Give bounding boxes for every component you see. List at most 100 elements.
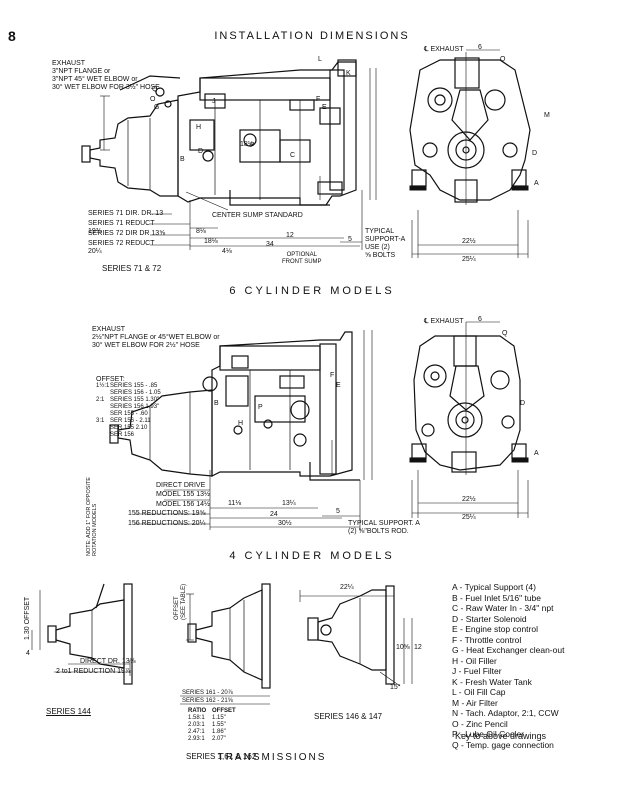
t144-caption: SERIES 144 <box>46 707 91 716</box>
four-cyl-reductions: 155 REDUCTIONS: 19⅝ 156 REDUCTIONS: 20¼ <box>128 510 206 527</box>
callout-d-end-4: D <box>520 400 526 407</box>
six-cyl-dim-10: 6 <box>478 44 482 51</box>
four-cyl-heading: 4 CYLINDER MODELS <box>229 550 395 562</box>
key-item: Q - Temp. gage connection <box>452 739 554 750</box>
six-cyl-support-note: TYPICAL SUPPORT-A USE (2) ⅝ BOLTS <box>365 228 406 259</box>
four-cyl-dim-7: 25¼ <box>462 514 476 521</box>
six-cyl-dim-1: 8⅛ <box>196 228 206 235</box>
six-cyl-dim-4: 12 <box>286 232 294 239</box>
transmission-144 <box>31 583 133 685</box>
six-cyl-end-exhaust: ℄ EXHAUST <box>424 46 464 53</box>
callout-b-4: B <box>214 400 219 407</box>
callout-f-4: F <box>330 372 335 379</box>
callout-l: L <box>318 56 322 63</box>
key-item: H - Oil Filler <box>452 655 497 666</box>
callout-d: D <box>198 148 204 155</box>
four-cyl-dim-8: 6 <box>478 316 482 323</box>
key-item: N - Tach. Adaptor, 2:1, CCW <box>452 708 559 718</box>
key-item: B - Fuel Inlet 5/16" tube <box>452 592 542 603</box>
callout-p: P <box>250 142 255 149</box>
key-item: F - Throttle control <box>452 634 522 645</box>
key-item: A - Typical Support (4) <box>452 582 536 592</box>
callout-g: G <box>154 104 160 111</box>
callout-q-end: Q <box>500 56 506 63</box>
six-cyl-side-view <box>81 59 377 250</box>
callout-h-4: H <box>238 420 244 427</box>
callout-c: C <box>290 152 296 159</box>
callout-d-end: D <box>532 150 538 157</box>
key-item: O - Zinc Pencil <box>452 718 508 729</box>
four-cyl-end-view <box>409 321 529 518</box>
transmission-146 <box>299 585 413 687</box>
key-item: E - Engine stop control <box>452 624 538 634</box>
key-item: M - Air Filter <box>452 697 498 708</box>
four-cyl-side-note: NOTE: ADD 1" FOR OPPOSITE ROTATION MODEL… <box>86 477 98 556</box>
t144-reduction: 2 to1 REDUCTION 19⅞ <box>56 668 131 675</box>
six-cyl-heading: 6 CYLINDER MODELS <box>229 285 395 297</box>
key-item: C - Raw Water In - 3/4" npt <box>452 603 554 613</box>
six-cyl-dim-9: 25¼ <box>462 256 476 263</box>
callout-j: J <box>212 98 216 105</box>
callout-a-end: A <box>534 180 539 187</box>
t144-direct-drive: DIRECT DR. 13⅝ <box>80 658 136 665</box>
callout-o: O <box>150 96 156 103</box>
callout-m: M <box>544 112 550 119</box>
t146-caption: SERIES 146 & 147 <box>314 712 383 721</box>
callout-f: F <box>316 96 321 103</box>
t144-dim: 4 <box>26 650 30 657</box>
four-cyl-end-exhaust: ℄ EXHAUST <box>424 318 464 325</box>
t146-top-dim: 22¼ <box>340 584 354 591</box>
callout-q-end-4: Q <box>502 330 508 337</box>
key-item: J - Fuel Filter <box>452 666 502 676</box>
key-item: K - Fresh Water Tank <box>452 676 532 687</box>
six-cyl-dim-6: 4⅛ <box>222 248 232 255</box>
t146-side-dim: 10⅝ <box>396 644 410 651</box>
page-number: 8 <box>8 28 16 44</box>
page-title: INSTALLATION DIMENSIONS <box>214 30 410 42</box>
six-cyl-dim-2: 18⅛ <box>240 141 254 148</box>
four-cyl-support-note: TYPICAL SUPPORT. A (2) ⅝"BOLTS ROD. <box>348 520 420 535</box>
six-cyl-exhaust-note: EXHAUST 3"NPT FLANGE or 3"NPT 45° WET EL… <box>52 60 160 91</box>
six-cyl-series-caption: SERIES 71 & 72 <box>102 264 162 273</box>
key-item: L - Oil Fill Cap <box>452 687 506 697</box>
four-cyl-dim-2: 13¼ <box>282 500 296 507</box>
t146-side-dim-2: 12 <box>414 644 422 651</box>
t161-lengths: SERIES 161 - 20⅞ SERIES 162 - 21⅝ <box>182 690 233 704</box>
callout-b: B <box>180 156 185 163</box>
key-item: P - Lube Oil Cooler <box>452 729 525 739</box>
callout-h: H <box>196 124 202 131</box>
four-cyl-side-view <box>109 330 373 530</box>
t146-angle: 15° <box>390 684 401 691</box>
six-cyl-dim-8: 22½ <box>462 238 476 245</box>
key-caption: Key to above drawings <box>455 731 547 741</box>
four-cyl-dim-3: 24 <box>270 511 278 518</box>
callout-k: K <box>346 70 351 77</box>
four-cyl-dim-5: 5 <box>336 508 340 515</box>
four-cyl-dim-1: 11⅛ <box>228 500 242 507</box>
six-cyl-optional-sump: OPTIONAL FRONT SUMP <box>282 252 322 265</box>
six-cyl-dim-5: 5 <box>348 236 352 243</box>
t161-caption: SERIES 1,61 & 162 <box>186 752 257 761</box>
six-cyl-end-view <box>409 49 531 258</box>
six-cyl-series-dims: SERIES 71 DIR. DR. 13 SERIES 71 REDUCT 1… <box>88 210 166 255</box>
four-cyl-dim-4: 30½ <box>278 520 292 527</box>
callout-p-4: P <box>258 404 263 411</box>
four-cyl-dim-6: 22½ <box>462 496 476 503</box>
key-item: G - Heat Exchanger clean-out <box>452 645 565 655</box>
callout-q: Q <box>152 86 158 93</box>
callout-a-end-4: A <box>534 450 539 457</box>
four-cyl-exhaust-note: EXHAUST 2½"NPT FLANGE or 45°WET ELBOW or… <box>92 326 220 349</box>
key-item: D - Starter Solenoid <box>452 613 527 624</box>
t161-offset: OFFSET (SEE TABLE) <box>174 583 187 620</box>
callout-e-4: E <box>336 382 341 389</box>
drawing-key: A - Typical Support (4) B - Fuel Inlet 5… <box>452 582 622 750</box>
callout-e: E <box>322 104 327 111</box>
six-cyl-center-sump: CENTER SUMP STANDARD <box>212 212 303 219</box>
transmissions-heading: TRANSMISSIONS <box>217 752 327 763</box>
six-cyl-dim-3: 34 <box>266 241 274 248</box>
t144-offset: 1.30 OFFSET <box>24 596 31 640</box>
transmission-161 <box>180 583 271 705</box>
